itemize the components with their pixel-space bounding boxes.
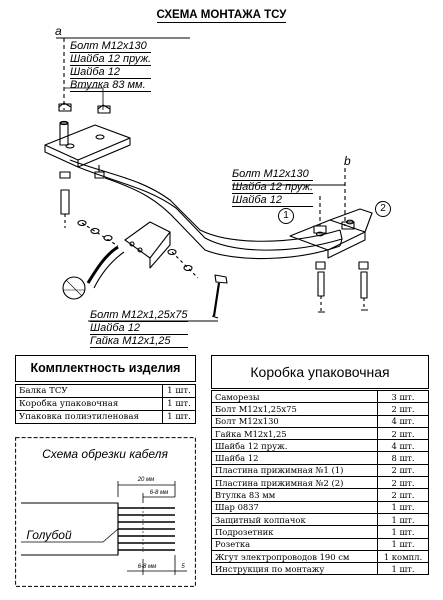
- box-item-name: Пластина прижимная №2 (2): [211, 476, 378, 490]
- page-title: СХЕМА МОНТАЖА ТСУ: [156, 9, 287, 23]
- table-row: Пластина прижимная №1 (1)2 шт.: [211, 463, 429, 478]
- callout-a-line: Болт М12х130: [70, 40, 152, 53]
- table-row: Шайба 12 пруж.4 шт.: [211, 439, 429, 453]
- dim-6-8-top-line: [142, 493, 175, 503]
- kit-item-qty: 1 шт.: [162, 410, 196, 424]
- dim-6-8-bottom-label: 6-8 мм: [138, 564, 157, 570]
- callout-b: Болт М12х130 Шайба 12 пруж. Шайба 12: [232, 168, 314, 207]
- right-bolt-stack-top: [232, 168, 355, 234]
- callout-a-letter: a: [55, 24, 62, 38]
- box-item-name: Защитный колпачок: [211, 512, 378, 527]
- box-item-name: Жгут электропроводов 190 см: [211, 549, 378, 564]
- cable-cutting-diagram: Схема обрезки кабеля 20 мм 6-8 мм 6-8 мм…: [15, 437, 196, 587]
- box-item-qty: 2 шт.: [377, 488, 429, 502]
- callout-a-line: Шайба 12: [70, 66, 152, 79]
- box-item-qty: 2 шт.: [377, 476, 429, 490]
- box-item-name: Болт М12х1,25х75: [211, 402, 378, 416]
- side-bolts: [77, 219, 199, 279]
- callout-b-letter: b: [344, 154, 351, 168]
- box-item-name: Шар 0837: [211, 500, 378, 514]
- box-item-qty: 4 шт.: [377, 439, 429, 453]
- box-item-name: Втулка 83 мм: [211, 488, 378, 502]
- right-bolt-stack-bottom: [315, 261, 369, 313]
- kit-table-title: Комплектность изделия: [15, 355, 196, 382]
- dim-20-label: 20 мм: [137, 477, 155, 483]
- wire-label: Голубой: [26, 528, 72, 542]
- callout-a-line: Шайба 12 пруж.: [70, 53, 152, 66]
- callout-b-line: Болт М12х130: [232, 168, 314, 181]
- callout-c-line: Шайба 12: [90, 322, 188, 335]
- assembly-drawing: [44, 37, 373, 322]
- box-item-qty: 1 компл.: [377, 549, 429, 564]
- dim-6-8-top-label: 6-8 мм: [150, 490, 169, 496]
- ball-mount: [62, 221, 171, 300]
- box-item-qty: 2 шт.: [377, 463, 429, 478]
- left-bolt-stack-top: [58, 102, 111, 146]
- marker-1: 1: [278, 208, 294, 224]
- left-mount-bracket: [44, 124, 131, 168]
- box-item-qty: 4 шт.: [377, 414, 429, 428]
- dim-6-8-bottom-line: [127, 555, 176, 575]
- box-item-qty: 1 шт.: [377, 512, 429, 527]
- box-item-name: Подрозетник: [211, 525, 378, 539]
- box-item-qty: 1 шт.: [377, 500, 429, 514]
- box-item-name: Шайба 12: [211, 451, 378, 465]
- callout-b-line: Шайба 12 пруж.: [232, 181, 314, 194]
- table-row: Пластина прижимная №2 (2)2 шт.: [211, 476, 429, 490]
- callout-a: Болт М12х130 Шайба 12 пруж. Шайба 12 Вту…: [70, 40, 152, 92]
- box-item-name: Пластина прижимная №1 (1): [211, 463, 378, 478]
- callout-a-line: Втулка 83 мм.: [70, 79, 152, 92]
- kit-item-qty: 1 шт.: [162, 397, 196, 411]
- box-item-name: Болт М12х130: [211, 414, 378, 428]
- box-item-qty: 8 шт.: [377, 451, 429, 465]
- box-item-qty: 1 шт.: [377, 537, 429, 551]
- marker-2: 2: [375, 201, 391, 217]
- kit-item-qty: 1 шт.: [162, 384, 196, 398]
- box-item-name: Инструкция по монтажу: [211, 562, 378, 576]
- dim-20-line: [117, 481, 176, 497]
- box-item-qty: 1 шт.: [377, 562, 429, 576]
- box-item-name: Розетка: [211, 537, 378, 551]
- callout-b-line: Шайба 12: [232, 194, 314, 207]
- box-item-name: Шайба 12 пруж.: [211, 439, 378, 453]
- kit-item-name: Упаковка полиэтиленовая: [15, 410, 163, 424]
- left-bolt-stack-bottom: [59, 165, 105, 228]
- box-item-qty: 3 шт.: [377, 389, 429, 404]
- callout-a-leader-2: [64, 87, 104, 110]
- box-item-name: Саморезы: [211, 389, 378, 404]
- box-item-name: Гайка М12х1,25: [211, 426, 378, 441]
- kit-item-name: Коробка упаковочная: [15, 397, 163, 411]
- right-mount-bracket: [289, 208, 373, 259]
- cable-diagram-title: Схема обрезки кабеля: [42, 447, 168, 461]
- box-item-qty: 1 шт.: [377, 525, 429, 539]
- box-item-qty: 2 шт.: [377, 402, 429, 416]
- callout-c: Болт М12х1,25х75 Шайба 12 Гайка М12х1,25: [90, 309, 188, 348]
- box-table-title: Коробка упаковочная: [211, 355, 429, 389]
- wire-label-leader: [21, 528, 119, 543]
- callout-c-line: Гайка М12х1,25: [90, 335, 188, 348]
- kit-item-name: Балка ТСУ: [15, 384, 163, 398]
- dim-5-label: 5: [181, 564, 185, 570]
- box-item-qty: 2 шт.: [377, 426, 429, 441]
- callout-c-line: Болт М12х1,25х75: [90, 309, 188, 322]
